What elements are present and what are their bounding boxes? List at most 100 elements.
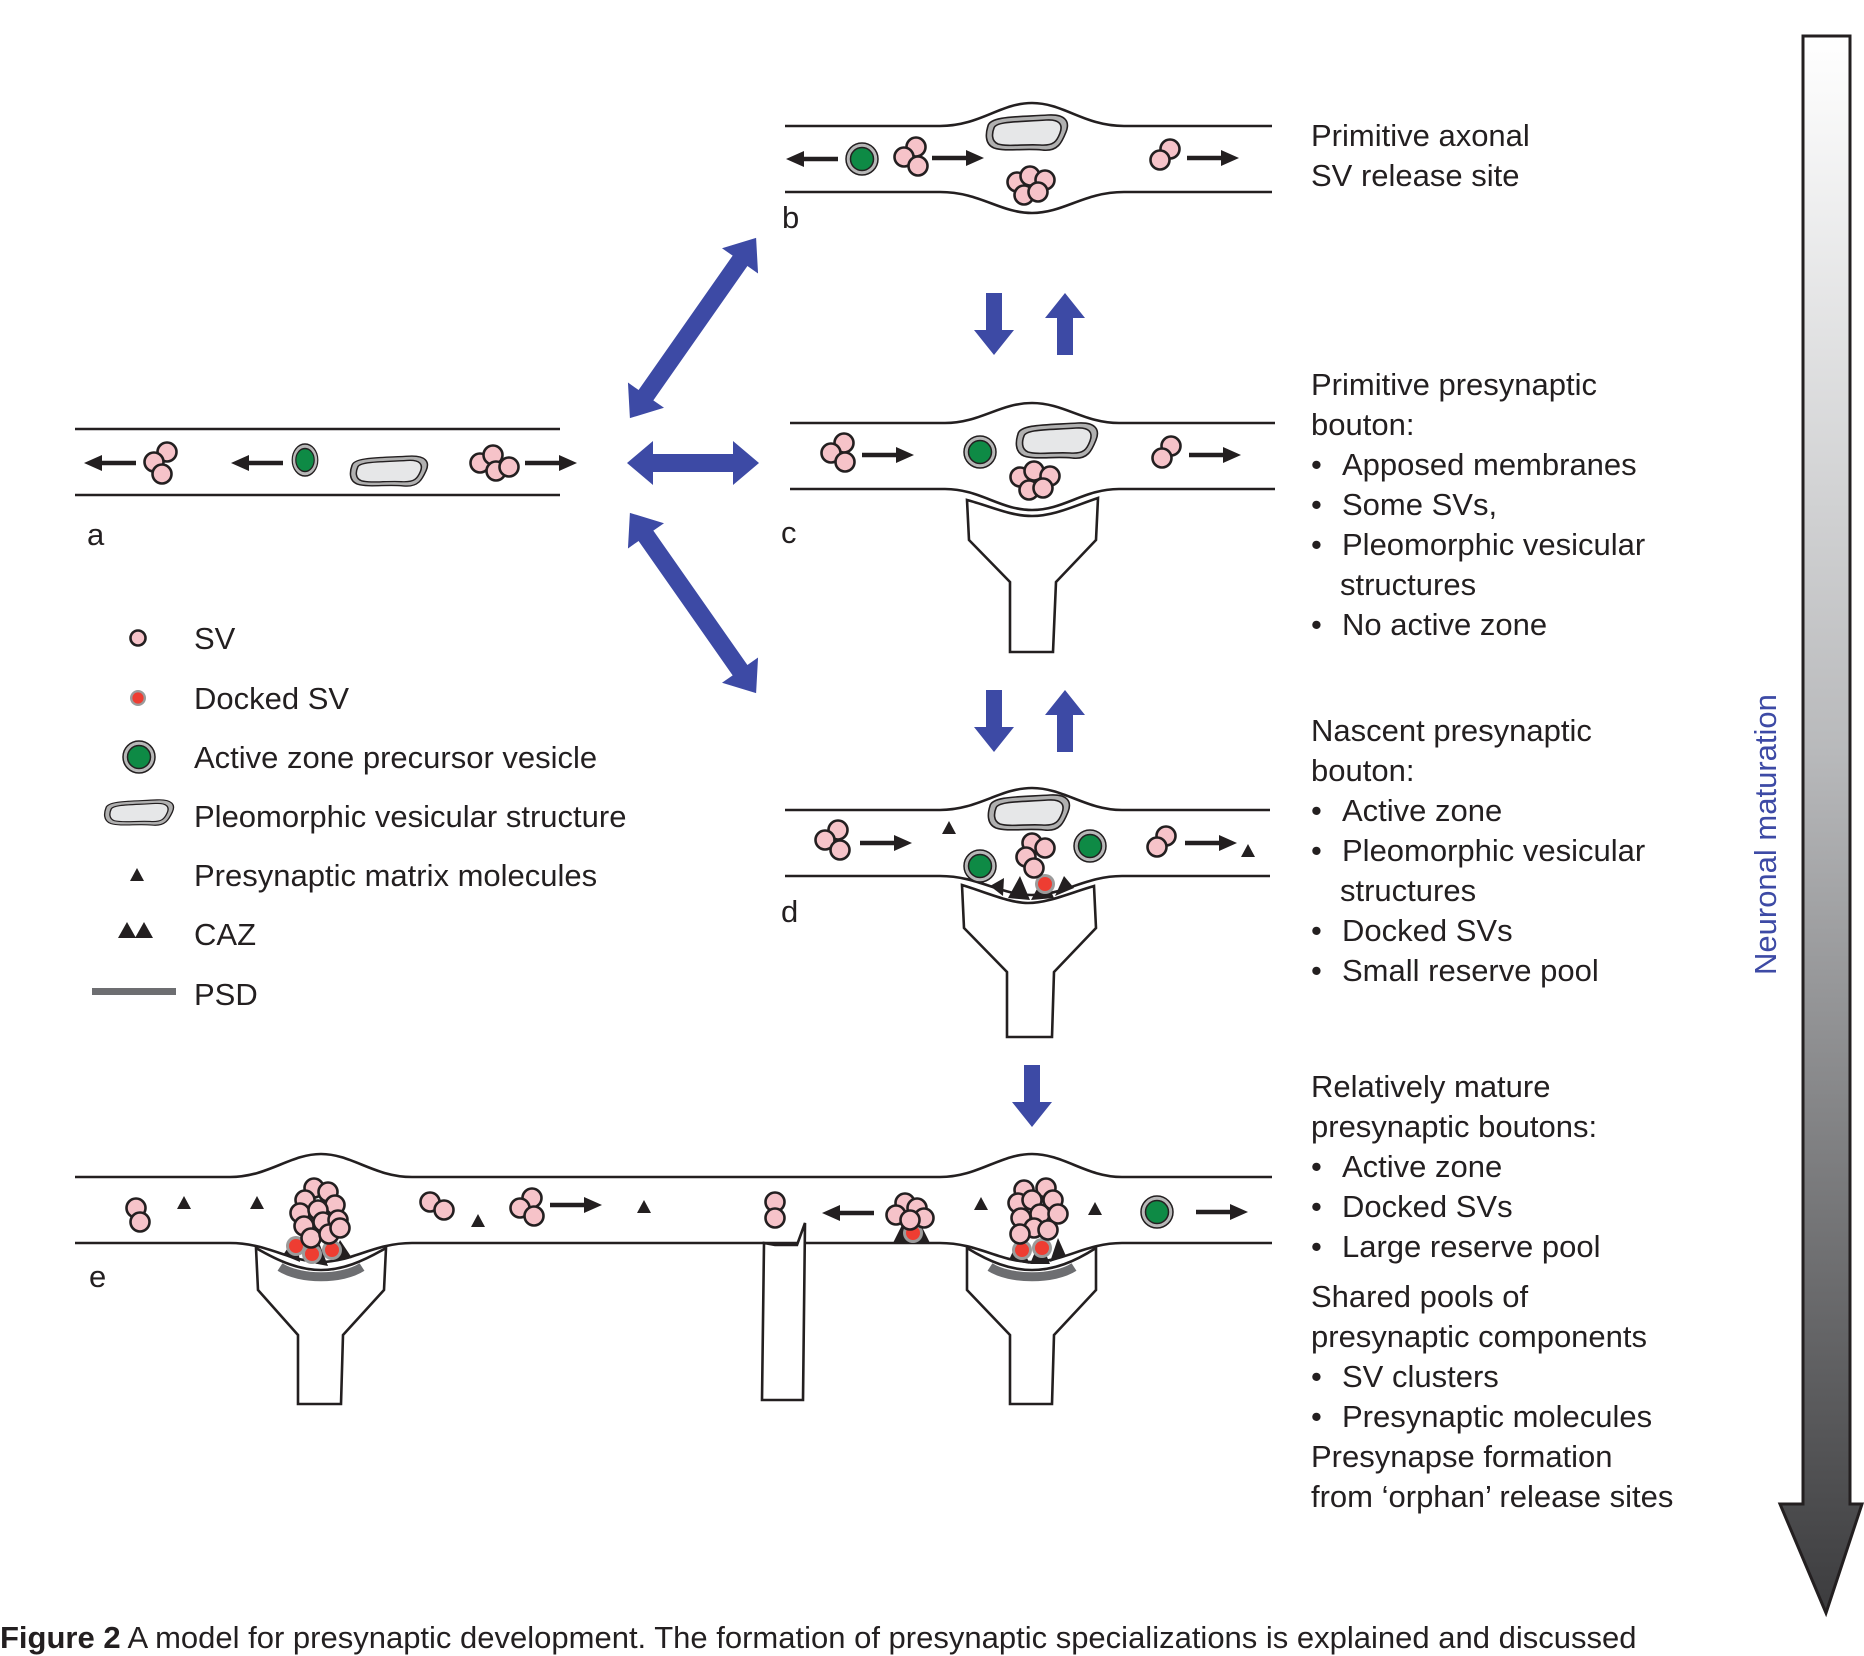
- bullet: •: [1311, 793, 1322, 828]
- sv-cluster: [469, 444, 520, 482]
- matrix-molecule: [1088, 1202, 1102, 1215]
- sv-pair: [125, 1197, 151, 1233]
- panel-label-a: a: [87, 517, 105, 552]
- sv-cluster: [1015, 832, 1056, 879]
- stage-description-e: Relatively mature presynaptic boutons: •…: [1311, 1069, 1673, 1514]
- legend-label: Pleomorphic vesicular structure: [194, 799, 626, 834]
- legend-label: SV: [194, 621, 236, 656]
- legend-item-caz: CAZ: [118, 917, 256, 952]
- legend: SV Docked SV Active zone precursor vesic…: [92, 621, 626, 1012]
- stage-description-b: Primitive axonal SV release site: [1311, 118, 1530, 193]
- matrix-molecule: [250, 1196, 264, 1209]
- bullet: •: [1311, 913, 1322, 948]
- transport-arrow-right-icon: [1185, 835, 1237, 851]
- psd: [277, 1263, 365, 1282]
- stage-bullet: Small reserve pool: [1342, 953, 1599, 988]
- stage-bullet: Some SVs,: [1342, 487, 1497, 522]
- matrix-molecule-icon: [130, 868, 144, 881]
- axon-membrane-bottom: [785, 874, 1270, 897]
- pleomorphic-structure-icon: [103, 799, 175, 826]
- stage-description-c: Primitive presynaptic bouton: • Apposed …: [1311, 367, 1645, 642]
- transport-arrow-left-icon: [231, 455, 283, 471]
- stage-title: bouton:: [1311, 753, 1414, 788]
- stage-bullet: Docked SVs: [1342, 913, 1513, 948]
- panel-label-e: e: [89, 1259, 106, 1294]
- legend-item-matrix-molecules: Presynaptic matrix molecules: [130, 858, 597, 893]
- sv-pair: [764, 1191, 786, 1229]
- caption-figure-number: Figure 2: [0, 1620, 121, 1655]
- legend-label: Presynaptic matrix molecules: [194, 858, 597, 893]
- panel-c: c: [781, 401, 1275, 654]
- double-arrow-a-d-icon: [627, 512, 759, 694]
- stage-bullet: Presynaptic molecules: [1342, 1399, 1652, 1434]
- bullet: •: [1311, 1359, 1322, 1394]
- stage-title: Shared pools of: [1311, 1279, 1529, 1314]
- stage-title: bouton:: [1311, 407, 1414, 442]
- transport-arrow-left-icon: [822, 1205, 874, 1221]
- transport-arrow-left-icon: [786, 151, 838, 167]
- bullet: •: [1311, 527, 1322, 562]
- bullet: •: [1311, 487, 1322, 522]
- arrow-up-d-to-c-icon: [1045, 690, 1085, 752]
- transport-arrow-right-icon: [860, 835, 912, 851]
- matrix-molecule: [637, 1200, 651, 1213]
- panel-e: e: [75, 1152, 1272, 1406]
- stage-title: Primitive axonal: [1311, 118, 1530, 153]
- dendritic-spine: [965, 496, 1100, 654]
- transport-arrow-right-icon: [1196, 1204, 1248, 1220]
- matrix-molecule: [177, 1196, 191, 1209]
- arrow-up-c-to-b-icon: [1045, 293, 1085, 355]
- stage-bullet: Pleomorphic vesicular: [1342, 527, 1645, 562]
- transport-arrow-right-icon: [862, 447, 914, 463]
- stage-title: Nascent presynaptic: [1311, 713, 1592, 748]
- bullet: •: [1311, 1189, 1322, 1224]
- figure-caption: Figure 2 A model for presynaptic develop…: [0, 1620, 1636, 1656]
- down-arrow-icon: [1777, 34, 1864, 1618]
- stage-bullet: No active zone: [1342, 607, 1547, 642]
- stage-description-d: Nascent presynaptic bouton: • Active zon…: [1311, 713, 1645, 988]
- transport-arrow-right-icon: [932, 150, 984, 166]
- matrix-molecule: [974, 1197, 988, 1210]
- dendritic-spine: [960, 883, 1098, 1039]
- panel-d: d: [781, 786, 1270, 1039]
- sv-cluster: [820, 432, 856, 473]
- legend-item-docked-sv: Docked SV: [130, 681, 349, 716]
- axon-membrane-bottom: [790, 487, 1275, 512]
- sv-pair: [1151, 435, 1182, 469]
- stage-title: Primitive presynaptic: [1311, 367, 1597, 402]
- legend-label: CAZ: [194, 917, 256, 952]
- sv-cluster: [1009, 460, 1061, 501]
- active-zone-precursor-icon: [122, 740, 156, 774]
- legend-label: PSD: [194, 977, 258, 1012]
- sv-cluster: [893, 136, 929, 177]
- axon-membrane-top: [790, 401, 1275, 425]
- arrow-down-c-to-d-icon: [974, 690, 1014, 752]
- bullet: •: [1311, 1149, 1322, 1184]
- stage-footer: Presynapse formation: [1311, 1439, 1613, 1474]
- maturation-arrow: Neuronal maturation: [1748, 34, 1864, 1618]
- sv-cluster: [509, 1187, 545, 1227]
- sv-cluster: [885, 1192, 935, 1231]
- stage-bullet: Docked SVs: [1342, 1189, 1513, 1224]
- caz-icon: [118, 922, 153, 938]
- active-zone-precursor-vesicle: [963, 435, 997, 469]
- active-zone-precursor-vesicle: [1073, 829, 1107, 863]
- axon-membrane-top: [75, 1152, 1272, 1179]
- sv-pair: [1149, 138, 1181, 171]
- sv-cluster: [143, 441, 178, 485]
- transport-arrow-right-icon: [1187, 150, 1239, 166]
- caption-text: A model for presynaptic development. The…: [120, 1620, 1637, 1655]
- transport-arrow-right-icon: [550, 1197, 602, 1213]
- bullet: •: [1311, 447, 1322, 482]
- panel-label-b: b: [782, 200, 799, 235]
- psd-icon: [92, 988, 176, 995]
- dendritic-spine: [254, 1245, 388, 1406]
- matrix-molecule: [471, 1214, 485, 1227]
- stage-title: Relatively mature: [1311, 1069, 1550, 1104]
- transport-arrow-right-icon: [1189, 447, 1241, 463]
- sv-pair: [419, 1191, 455, 1221]
- stage-title: SV release site: [1311, 158, 1520, 193]
- bullet: •: [1311, 953, 1322, 988]
- docked-sv: [1032, 1238, 1052, 1258]
- stage-bullet: structures: [1340, 567, 1476, 602]
